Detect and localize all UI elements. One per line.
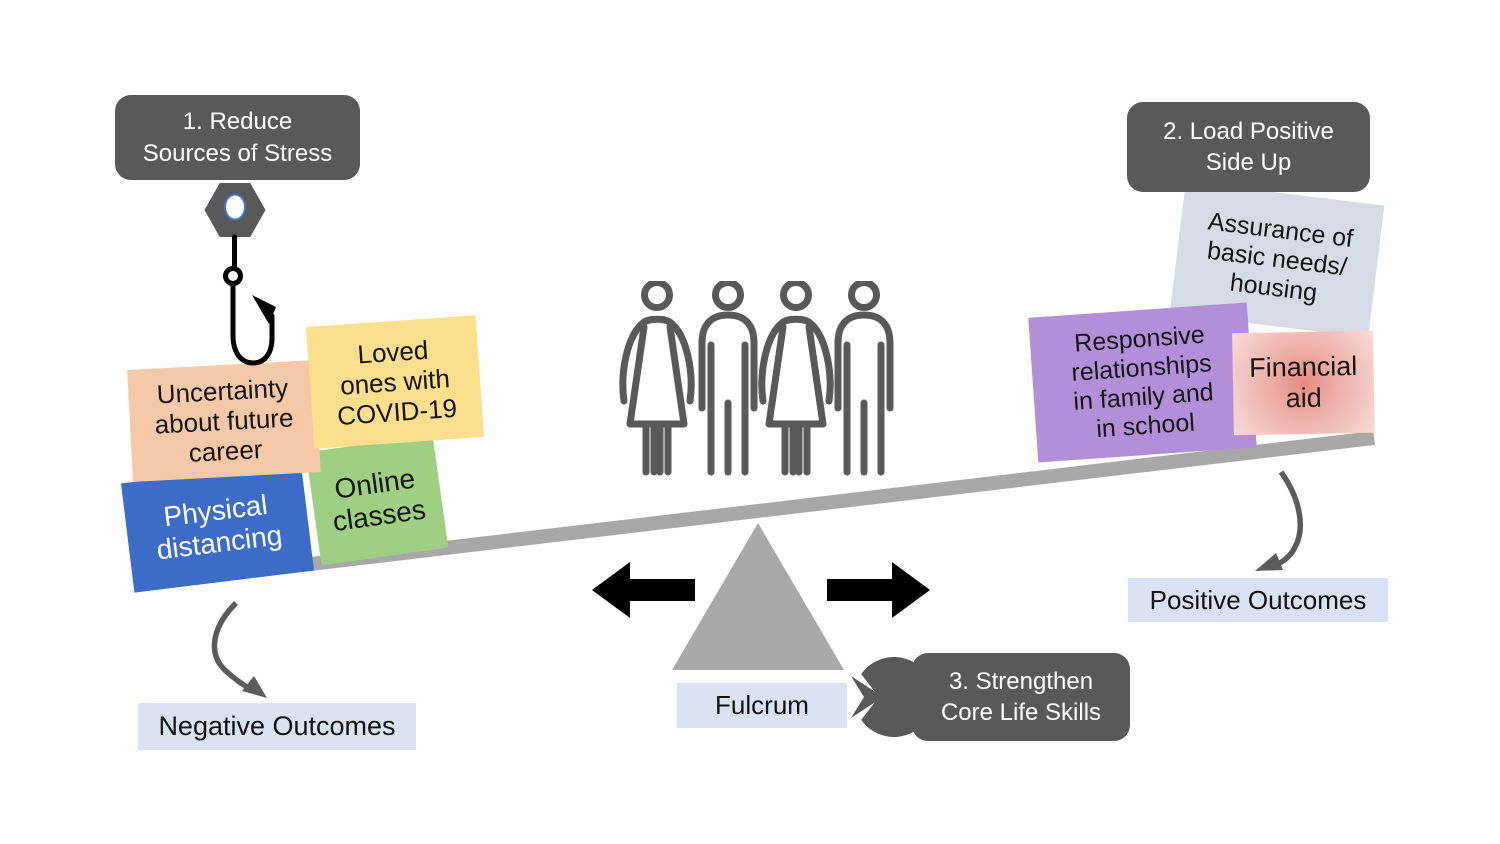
negative-outcomes-label: Negative Outcomes [138,703,416,750]
hook-barb [252,295,276,324]
woman-figure-icon [762,283,830,473]
right-arrow-icon [827,562,930,618]
woman-figure-icon [623,283,691,473]
note-uncertainty-career: Uncertainty about future career [127,360,321,482]
four-person-icon [608,281,908,481]
step3-box: 3. Strengthen Core Life Skills [912,653,1130,741]
positive-arrowhead-icon [1255,553,1283,571]
note-financial-aid: Financial aid [1232,330,1375,436]
negative-outcome-arrow-curve [211,601,254,693]
positive-outcome-arrow-curve [1272,470,1303,569]
negative-arrowhead-icon [242,676,267,698]
left-arrow-icon [592,562,695,618]
positive-outcomes-label: Positive Outcomes [1128,578,1388,622]
hook-and-nut-icon [204,183,276,366]
fulcrum-triangle [672,523,844,670]
fulcrum-label: Fulcrum [677,683,847,728]
note-physical-distancing: Physical distancing [120,461,315,593]
step2-box: 2. Load Positive Side Up [1127,102,1370,192]
note-loved-ones-covid: Loved ones with COVID-19 [305,315,485,449]
note-responsive-relationships: Responsive relationships in family and i… [1028,302,1257,463]
man-figure-icon [838,283,890,473]
note-online-classes: Online classes [305,434,449,566]
man-figure-icon [702,283,754,473]
step1-box: 1. Reduce Sources of Stress [115,95,360,180]
